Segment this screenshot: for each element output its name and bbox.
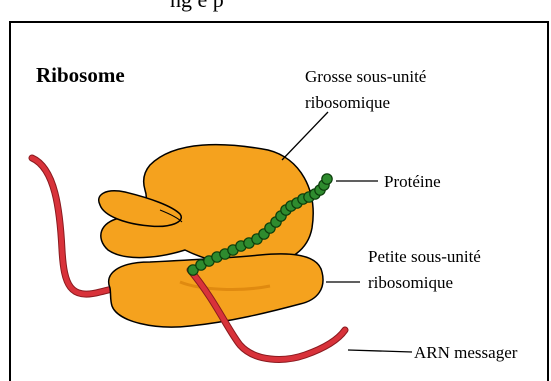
large-subunit — [99, 145, 313, 266]
large-subunit-label-line1: Grosse sous-unité — [305, 67, 426, 86]
small-subunit — [109, 254, 323, 327]
small-subunit-label-line1: Petite sous-unité — [368, 247, 481, 266]
small-subunit-label-line2: ribosomique — [368, 273, 453, 292]
large-subunit-leader — [282, 112, 328, 160]
large-subunit-label-line2: ribosomique — [305, 93, 390, 112]
mrna-leader — [348, 350, 412, 352]
protein-bead — [322, 174, 332, 184]
diagram-title: Ribosome — [36, 63, 125, 87]
mrna-label: ARN messager — [414, 343, 518, 362]
protein-label: Protéine — [384, 172, 441, 191]
